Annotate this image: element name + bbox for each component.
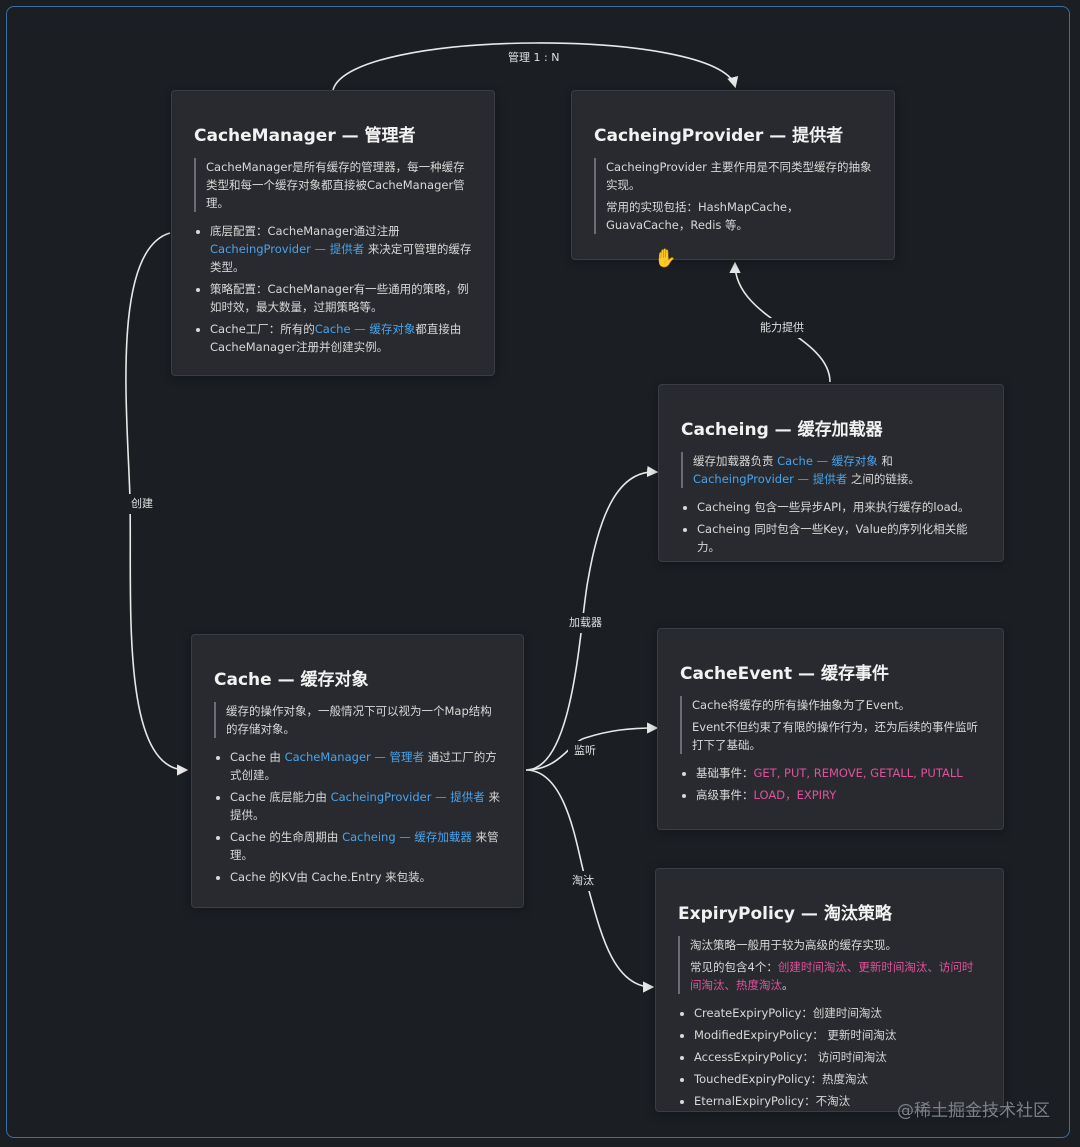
event-list: 基础事件：GET, PUT, REMOVE, GETALL, PUTALL 高级…	[680, 764, 983, 804]
event-card[interactable]: CacheEvent — 缓存事件 Cache将缓存的所有操作抽象为了Event…	[657, 628, 1004, 830]
list-item: Cache 由 CacheManager — 管理者 通过工厂的方式创建。	[230, 748, 503, 784]
provider-link[interactable]: CacheingProvider — 提供者	[693, 472, 848, 486]
edge-label-loader: 加载器	[563, 613, 608, 633]
cache-manager-list: 底层配置：CacheManager通过注册 CacheingProvider —…	[194, 222, 474, 356]
list-item: 底层配置：CacheManager通过注册 CacheingProvider —…	[210, 222, 474, 276]
edge-label-evict: 淘汰	[566, 871, 600, 891]
provider-card[interactable]: CacheingProvider — 提供者 CacheingProvider …	[571, 90, 895, 260]
list-item: Cache 的生命周期由 Cacheing — 缓存加载器 来管理。	[230, 828, 503, 864]
edge-label-create: 创建	[125, 494, 159, 514]
cacheing-link[interactable]: Cacheing — 缓存加载器	[342, 830, 472, 844]
edge-label-manage: 管理 1 : N	[502, 48, 566, 68]
cache-manager-card[interactable]: CacheManager — 管理者 CacheManager是所有缓存的管理器…	[171, 90, 495, 376]
expiry-quote: 淘汰策略一般用于较为高级的缓存实现。 常见的包含4个：创建时间淘汰、更新时间淘汰…	[678, 936, 983, 994]
list-item: 策略配置：CacheManager有一些通用的策略，例如时效，最大数量，过期策略…	[210, 280, 474, 316]
list-item: 高级事件：LOAD，EXPIRY	[696, 786, 983, 804]
list-item: CreateExpiryPolicy：创建时间淘汰	[694, 1004, 983, 1022]
watermark: @稀土掘金技术社区	[897, 1101, 1050, 1121]
cacheing-card[interactable]: Cacheing — 缓存加载器 缓存加载器负责 Cache — 缓存对象 和 …	[658, 384, 1004, 562]
edge-manage	[332, 42, 739, 91]
cache-list: Cache 由 CacheManager — 管理者 通过工厂的方式创建。 Ca…	[214, 748, 503, 886]
list-item: Cache 的KV由 Cache.Entry 来包装。	[230, 868, 503, 886]
list-item: ModifiedExpiryPolicy： 更新时间淘汰	[694, 1026, 983, 1044]
provider-link[interactable]: CacheingProvider — 提供者	[330, 790, 485, 804]
provider-quote: CacheingProvider 主要作用是不同类型缓存的抽象实现。 常用的实现…	[594, 158, 874, 234]
edge-label-listen: 监听	[568, 741, 602, 761]
list-item: Cache工厂：所有的Cache — 缓存对象都直接由CacheManager注…	[210, 320, 474, 356]
cache-link[interactable]: Cache — 缓存对象	[314, 322, 416, 336]
list-item: EternalExpiryPolicy：不淘汰	[694, 1092, 983, 1110]
cache-manager-quote: CacheManager是所有缓存的管理器，每一种缓存类型和每一个缓存对象都直接…	[194, 158, 474, 212]
cache-link[interactable]: Cache — 缓存对象	[777, 454, 878, 468]
expiry-list: CreateExpiryPolicy：创建时间淘汰 ModifiedExpiry…	[678, 1004, 983, 1110]
cache-title: Cache — 缓存对象	[214, 670, 369, 690]
list-item: AccessExpiryPolicy： 访问时间淘汰	[694, 1048, 983, 1066]
hand-cursor-icon: ✋	[654, 248, 677, 269]
event-title: CacheEvent — 缓存事件	[680, 664, 889, 684]
list-item: Cacheing 包含一些异步API，用来执行缓存的load。	[697, 498, 983, 516]
cache-card[interactable]: Cache — 缓存对象 缓存的操作对象，一般情况下可以视为一个Map结构的存储…	[191, 634, 524, 908]
provider-link[interactable]: CacheingProvider — 提供者	[210, 242, 365, 256]
manager-link[interactable]: CacheManager — 管理者	[284, 750, 425, 764]
edge-listen	[525, 722, 659, 771]
list-item: Cacheing 同时包含一些Key，Value的序列化相关能力。	[697, 520, 983, 556]
list-item: Cache 底层能力由 CacheingProvider — 提供者 来提供。	[230, 788, 503, 824]
list-item: 基础事件：GET, PUT, REMOVE, GETALL, PUTALL	[696, 764, 983, 782]
cacheing-list: Cacheing 包含一些异步API，用来执行缓存的load。 Cacheing…	[681, 498, 983, 556]
edge-label-ability: 能力提供	[754, 318, 810, 338]
cacheing-quote: 缓存加载器负责 Cache — 缓存对象 和 CacheingProvider …	[681, 452, 983, 488]
diagram-frame	[6, 6, 1070, 1138]
event-quote: Cache将缓存的所有操作抽象为了Event。 Event不但约束了有限的操作行…	[680, 696, 983, 754]
expiry-card[interactable]: ExpiryPolicy — 淘汰策略 淘汰策略一般用于较为高级的缓存实现。 常…	[655, 868, 1004, 1112]
list-item: TouchedExpiryPolicy：热度淘汰	[694, 1070, 983, 1088]
cache-quote: 缓存的操作对象，一般情况下可以视为一个Map结构的存储对象。	[214, 702, 503, 738]
cacheing-title: Cacheing — 缓存加载器	[681, 420, 883, 440]
provider-title: CacheingProvider — 提供者	[594, 126, 844, 146]
edge-loader	[525, 465, 659, 771]
expiry-title: ExpiryPolicy — 淘汰策略	[678, 904, 892, 924]
cache-manager-title: CacheManager — 管理者	[194, 126, 416, 146]
